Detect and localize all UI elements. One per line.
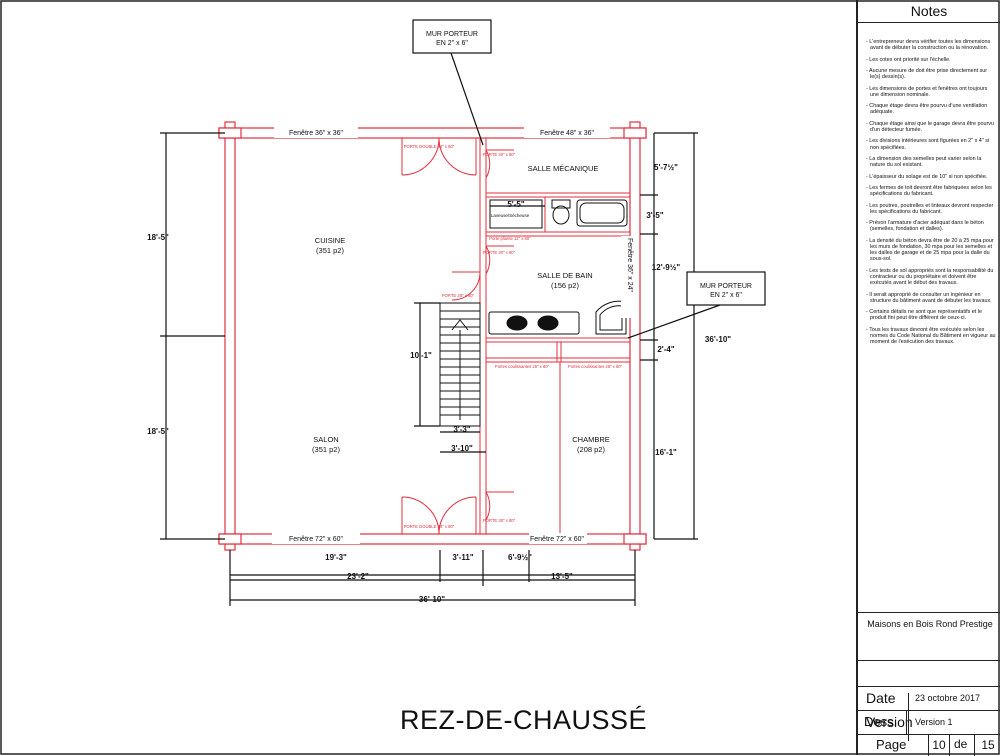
dess-label: Dess. xyxy=(864,714,898,729)
door-label-pliante: Porte pliante 12" x 80" xyxy=(489,236,531,241)
version-label: Version xyxy=(866,714,913,730)
note-item: La densité du béton devra être de 20 à 2… xyxy=(866,238,996,263)
callout-right-line2: EN 2" x 6" xyxy=(710,292,742,299)
staircase xyxy=(439,302,481,427)
dim-right-1: 5'-7½" xyxy=(654,163,678,172)
page-number: 10 xyxy=(928,735,950,756)
dess-row: Dess. xyxy=(856,710,1000,735)
dim-right-2: 3'-5" xyxy=(646,211,663,220)
dim-bottom-2: 3'-11" xyxy=(452,553,473,562)
dim-bottom-1: 19'-3" xyxy=(325,553,347,562)
dim-bottom-5: 23'-2" xyxy=(347,572,369,581)
note-item: L'entrepreneur devra vérifier toutes les… xyxy=(866,39,996,51)
note-item: Les divisions intérieures sont figurées … xyxy=(866,138,996,150)
door-label-coulissante-right: Portes coulissantes 26" x 80" xyxy=(568,364,623,369)
room-laveuse: Laveuse/Sécheuse xyxy=(491,213,530,218)
window-label-side-right: Fenêtre 36" x 24" xyxy=(626,238,633,293)
dim-right-total: 36'-10" xyxy=(705,335,731,344)
window-label-top-left: Fenêtre 36" x 36" xyxy=(289,130,344,137)
bathroom-fixtures xyxy=(488,199,628,335)
dim-right-4: 2'-4" xyxy=(657,345,674,354)
dim-bottom-4: 13'-5" xyxy=(551,572,573,581)
note-item: Les poutres, poutrelles et linteaux devr… xyxy=(866,203,996,215)
note-item: Certains détails ne sont que représentat… xyxy=(866,309,996,321)
date-value: 23 octobre 2017 xyxy=(908,693,980,717)
door-label-stair: PORTE 28" x 80" xyxy=(442,293,475,298)
notes-list: L'entrepreneur devra vérifier toutes les… xyxy=(858,23,1000,345)
room-cuisine-area: (351 p2) xyxy=(316,246,344,255)
date-label: Date xyxy=(866,690,896,706)
dess-divider xyxy=(906,711,907,735)
date-row: Date 23 octobre 2017 xyxy=(858,686,1000,717)
note-item: Aucune mesure de doit être prise directe… xyxy=(866,68,996,80)
note-item: L'épaisseur du solage est de 10" si non … xyxy=(866,174,996,180)
door-label-mech: PORTE 30" x 80" xyxy=(483,152,516,157)
blank-row xyxy=(858,660,1000,686)
notes-heading: Notes xyxy=(858,0,1000,23)
callout-right xyxy=(627,271,766,339)
note-item: La dimension des semelles peut varier se… xyxy=(866,156,996,168)
dim-bottom-total: 36'-10" xyxy=(419,595,445,604)
room-bain-area: (156 p2) xyxy=(551,281,579,290)
note-item: Les fermes de toit devront être fabriqué… xyxy=(866,185,996,197)
room-chambre-area: (208 p2) xyxy=(577,445,605,454)
page-row: Page 10 de 15 xyxy=(856,734,1000,756)
room-bain: SALLE DE BAIN xyxy=(537,271,592,280)
callout-top xyxy=(412,19,492,146)
dim-right-5: 16'-1" xyxy=(655,448,677,457)
room-mecanique: SALLE MÉCANIQUE xyxy=(528,164,599,173)
page-of: de xyxy=(954,737,968,751)
door-label-bain: PORTE 30" x 80" xyxy=(483,250,516,255)
door-label-coulissante-left: Portes coulissantes 26" x 80" xyxy=(495,364,550,369)
notes-panel: Notes L'entrepreneur devra vérifier tout… xyxy=(856,0,1000,755)
window-label-bottom-right: Fenêtre 72" x 60" xyxy=(530,536,585,543)
door-label-double-bottom: PORTE DOUBLE 34" x 80" xyxy=(404,524,455,529)
callout-right-line1: MUR PORTEUR xyxy=(700,283,752,290)
dim-left-bottom: 18'-5" xyxy=(147,427,169,436)
dim-stair-height: 10'-1" xyxy=(410,351,432,360)
door-label-chambre: PORTE 30" x 80" xyxy=(483,518,516,523)
note-item: Les dimensions de portes et fenêtres ont… xyxy=(866,86,996,98)
dim-left-top: 18'-5" xyxy=(147,233,169,242)
exterior-walls xyxy=(218,121,647,551)
dim-stair-width-2: 3'-10" xyxy=(451,444,473,453)
note-item: Les tests de sol appropriés sont la resp… xyxy=(866,268,996,287)
dimension-lines xyxy=(160,132,698,606)
note-item: Chaque étage devra être pourvu d'une ven… xyxy=(866,103,996,115)
room-cuisine: CUISINE xyxy=(315,236,345,245)
dim-bottom-3: 6'-9½" xyxy=(508,553,532,562)
room-chambre: CHAMBRE xyxy=(572,435,610,444)
note-item: Prévoir l'armature d'acier adéquat dans … xyxy=(866,220,996,232)
page-title: REZ-DE-CHAUSSÉ xyxy=(400,705,648,735)
door-swings xyxy=(401,137,628,535)
note-item: Les cotes ont priorité sur l'échelle. xyxy=(866,57,996,63)
page-total: 15 xyxy=(974,735,1000,756)
note-item: Il serait approprié de consulter un ingé… xyxy=(866,292,996,304)
dim-right-3: 12'-9½" xyxy=(652,263,681,272)
room-salon: SALON xyxy=(313,435,338,444)
page-label: Page xyxy=(876,737,907,752)
window-label-bg xyxy=(272,127,639,544)
dim-stair-width-1: 3'-3" xyxy=(453,425,470,434)
dim-closet: 5'-5" xyxy=(507,200,524,209)
room-salon-area: (351 p2) xyxy=(312,445,340,454)
interior-walls xyxy=(479,138,630,534)
callout-top-line1: MUR PORTEUR xyxy=(426,31,478,38)
window-label-bottom-left: Fenêtre 72" x 60" xyxy=(289,536,344,543)
note-item: Tous les travaux devront être exécutés s… xyxy=(866,327,996,346)
note-item: Chaque étage ainsi que le garage devra ê… xyxy=(866,121,996,133)
company-name: Maisons en Bois Rond Prestige xyxy=(858,612,1000,636)
door-label-double-top: PORTE DOUBLE 34" x 80" xyxy=(404,144,455,149)
window-label-top-right: Fenêtre 48" x 36" xyxy=(540,130,595,137)
version-value: Version 1 xyxy=(908,717,953,741)
callout-top-line2: EN 2" x 6" xyxy=(436,40,468,47)
